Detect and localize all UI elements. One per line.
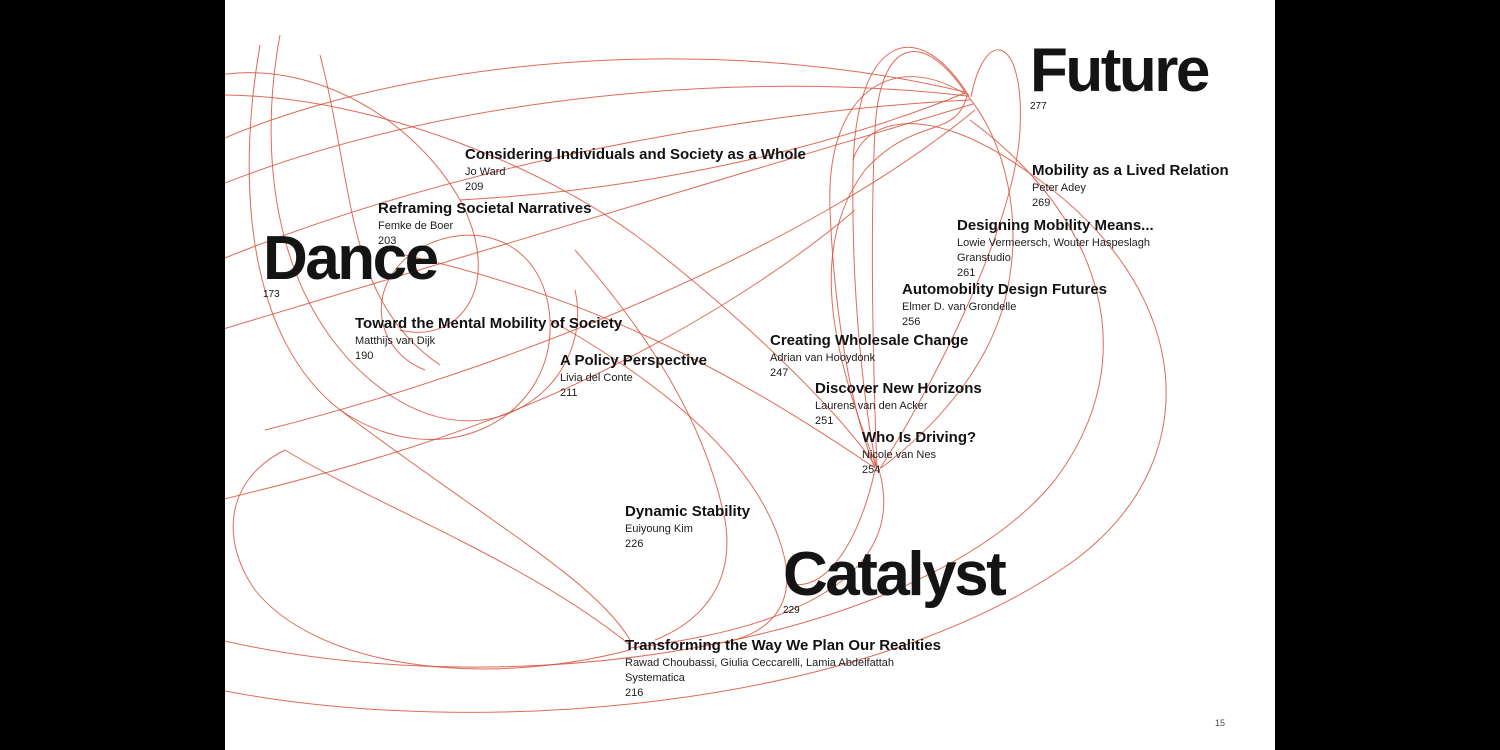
entry-author: Elmer D. van Grondelle bbox=[902, 301, 1017, 313]
entry-author: Nicole van Nes bbox=[862, 449, 936, 461]
chapter-catalyst: Catalyst 229 bbox=[783, 540, 1007, 617]
entry-author: Euiyoung Kim bbox=[625, 523, 693, 535]
entry-author: Adrian van Hooydonk bbox=[770, 352, 876, 364]
toc-entry: Dynamic Stability Euiyoung Kim 226 bbox=[625, 503, 750, 551]
entry-author: Peter Adey bbox=[1032, 182, 1086, 194]
chapter-dance: Dance 173 bbox=[263, 224, 439, 301]
toc-entry: Discover New Horizons Laurens van den Ac… bbox=[815, 380, 982, 428]
folio-page-number: 15 bbox=[1215, 718, 1226, 728]
toc-entry: Designing Mobility Means... Lowie Vermee… bbox=[957, 217, 1154, 280]
entry-page-number: 211 bbox=[560, 387, 578, 399]
entry-author: Matthijs van Dijk bbox=[355, 335, 436, 347]
entry-title: Reframing Societal Narratives bbox=[378, 200, 592, 217]
toc-entry: Creating Wholesale Change Adrian van Hoo… bbox=[770, 332, 968, 380]
chapter-title: Dance bbox=[263, 224, 439, 293]
entry-page-number: 190 bbox=[355, 350, 374, 362]
entry-title: Mobility as a Lived Relation bbox=[1032, 162, 1229, 179]
toc-entry: Toward the Mental Mobility of Society Ma… bbox=[355, 315, 622, 363]
entry-author: Systematica bbox=[625, 672, 685, 684]
entry-page-number: 226 bbox=[625, 538, 644, 550]
toc-entry: Considering Individuals and Society as a… bbox=[465, 146, 806, 194]
entry-page-number: 269 bbox=[1032, 197, 1051, 209]
entry-page-number: 203 bbox=[378, 235, 397, 247]
entry-page-number: 251 bbox=[815, 415, 834, 427]
toc-entry: Who Is Driving? Nicole van Nes 254 bbox=[862, 429, 976, 477]
chapter-page-number: 173 bbox=[263, 289, 280, 300]
toc-entry: Mobility as a Lived Relation Peter Adey … bbox=[1032, 162, 1229, 210]
chapter-title: Future bbox=[1030, 36, 1210, 105]
chapter-title: Catalyst bbox=[783, 540, 1007, 609]
entry-title: Dynamic Stability bbox=[625, 503, 751, 520]
toc-entry: Automobility Design Futures Elmer D. van… bbox=[902, 281, 1107, 329]
entry-author: Lowie Vermeersch, Wouter Haspeslagh bbox=[957, 237, 1151, 249]
entry-page-number: 247 bbox=[770, 367, 789, 379]
toc-entry: Transforming the Way We Plan Our Realiti… bbox=[625, 637, 941, 700]
entry-author: Livia del Conte bbox=[560, 372, 633, 384]
entry-title: Creating Wholesale Change bbox=[770, 332, 969, 349]
entry-author: Laurens van den Acker bbox=[815, 400, 928, 412]
chapter-future: Future 277 bbox=[1030, 36, 1210, 113]
entry-title: Toward the Mental Mobility of Society bbox=[355, 315, 623, 332]
chapter-page-number: 229 bbox=[783, 605, 800, 616]
entry-title: Discover New Horizons bbox=[815, 380, 982, 397]
entry-author: Jo Ward bbox=[465, 166, 506, 178]
toc-page: Future 277 Dance 173 Catalyst 229 Consid… bbox=[225, 0, 1275, 750]
entry-title: Considering Individuals and Society as a… bbox=[465, 146, 806, 163]
entry-page-number: 216 bbox=[625, 687, 644, 699]
toc-entry: A Policy Perspective Livia del Conte 211 bbox=[560, 352, 707, 400]
entry-title: Who Is Driving? bbox=[862, 429, 977, 446]
chapter-page-number: 277 bbox=[1030, 101, 1047, 112]
entry-title: A Policy Perspective bbox=[560, 352, 708, 369]
entry-title: Automobility Design Futures bbox=[902, 281, 1108, 298]
connection-curves bbox=[225, 34, 1167, 713]
toc-entry: Reframing Societal Narratives Femke de B… bbox=[378, 200, 591, 248]
entry-title: Transforming the Way We Plan Our Realiti… bbox=[625, 637, 941, 654]
entry-author: Rawad Choubassi, Giulia Ceccarelli, Lami… bbox=[625, 657, 895, 669]
entry-page-number: 209 bbox=[465, 181, 484, 193]
entry-page-number: 261 bbox=[957, 267, 976, 279]
entry-page-number: 256 bbox=[902, 316, 921, 328]
entry-author: Granstudio bbox=[957, 252, 1011, 264]
entry-page-number: 254 bbox=[862, 464, 881, 476]
entry-author: Femke de Boer bbox=[378, 220, 454, 232]
entry-title: Designing Mobility Means... bbox=[957, 217, 1154, 234]
